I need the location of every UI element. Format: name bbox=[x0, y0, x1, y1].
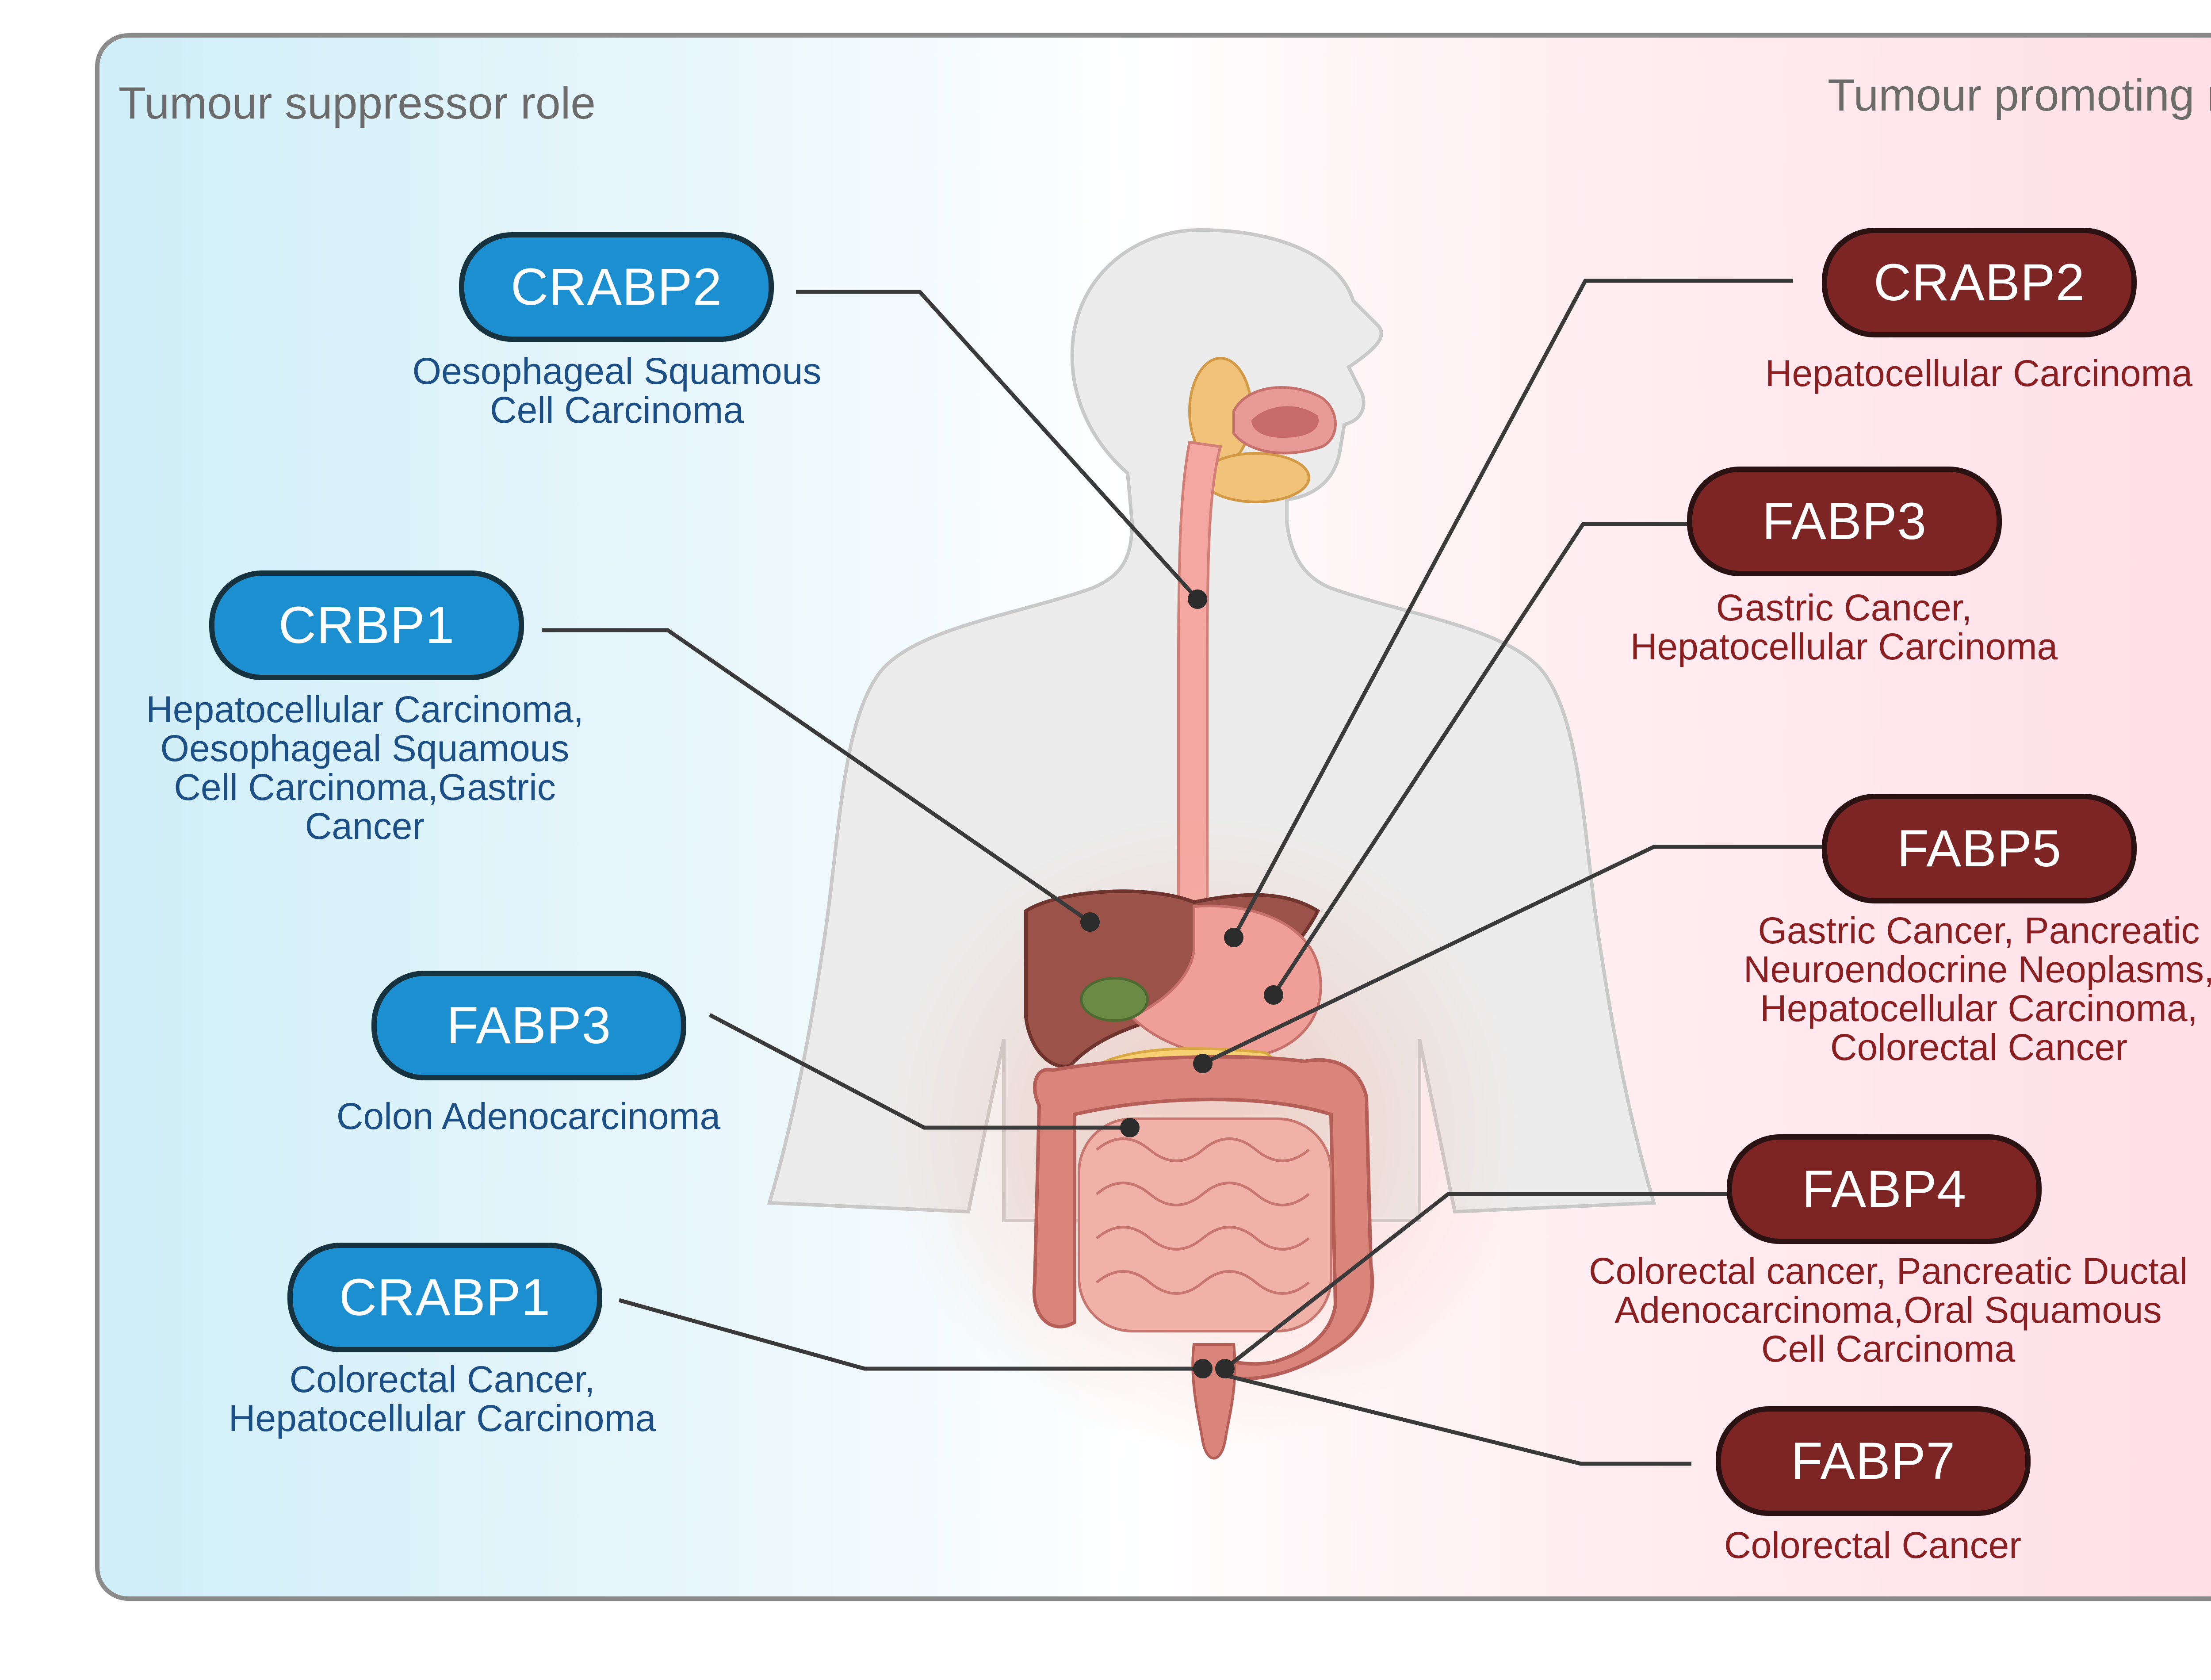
connector-fabp7-promoter bbox=[1224, 1373, 1691, 1466]
connector-fabp5-promoter bbox=[1202, 845, 1822, 1066]
connector-crabp2-suppressor bbox=[796, 290, 1199, 601]
connector-crabp2-promoter bbox=[1232, 279, 1793, 939]
gallbladder bbox=[1080, 977, 1149, 1022]
marker-liver-right bbox=[1224, 928, 1243, 947]
promoter-pill-fabp4: FABP4 bbox=[1727, 1134, 2042, 1244]
connector-crbp1-suppressor bbox=[542, 628, 1091, 924]
connector-fabp3-promoter bbox=[1272, 522, 1687, 996]
promoter-desc-fabp5: Gastric Cancer, Pancreatic Neuroendocrin… bbox=[1743, 910, 2211, 1068]
promoter-pill-crabp2: CRABP2 bbox=[1822, 228, 2137, 337]
promoter-desc-crabp2: Hepatocellular Carcinoma bbox=[1765, 352, 2193, 394]
connector-fabp4-promoter bbox=[1224, 1192, 1727, 1370]
marker-colon bbox=[1120, 1118, 1140, 1137]
connector-crabp1-suppressor bbox=[618, 1298, 1203, 1371]
suppressor-pill-fabp3: FABP3 bbox=[371, 971, 686, 1080]
promoter-desc-fabp4: Colorectal cancer, Pancreatic Ductal Ade… bbox=[1589, 1250, 2188, 1370]
promoter-desc-fabp7: Colorectal Cancer bbox=[1724, 1524, 2022, 1566]
marker-pancreas bbox=[1193, 1054, 1213, 1073]
suppressor-desc-crabp1: Colorectal Cancer, Hepatocellular Carcin… bbox=[228, 1359, 656, 1439]
suppressor-pill-crbp1: CRBP1 bbox=[209, 570, 524, 680]
suppressor-desc-fabp3: Colon Adenocarcinoma bbox=[336, 1095, 721, 1137]
promoter-desc-fabp3: Gastric Cancer, Hepatocellular Carcinoma bbox=[1630, 587, 2058, 667]
promoter-pill-fabp3: FABP3 bbox=[1687, 467, 2002, 576]
marker-rectum-left bbox=[1193, 1359, 1213, 1378]
marker-rectum-right bbox=[1215, 1359, 1235, 1378]
promoter-heading: Tumour promoting role bbox=[1828, 70, 2211, 120]
small-intestine bbox=[1078, 1117, 1332, 1332]
suppressor-heading: Tumour suppressor role bbox=[119, 78, 596, 128]
marker-liver bbox=[1080, 912, 1100, 932]
marker-oesophagus bbox=[1188, 589, 1207, 609]
suppressor-pill-crabp2: CRABP2 bbox=[459, 232, 774, 342]
suppressor-desc-crabp2: Oesophageal Squamous Cell Carcinoma bbox=[412, 350, 822, 431]
promoter-pill-fabp7: FABP7 bbox=[1716, 1406, 2031, 1516]
salivary-glands bbox=[1188, 357, 1337, 503]
marker-stomach bbox=[1264, 985, 1283, 1005]
suppressor-pill-crabp1: CRABP1 bbox=[287, 1243, 602, 1352]
connector-fabp3-suppressor bbox=[708, 1013, 1130, 1130]
suppressor-desc-crbp1: Hepatocellular Carcinoma, Oesophageal Sq… bbox=[146, 689, 584, 847]
promoter-pill-fabp5: FABP5 bbox=[1822, 794, 2137, 903]
